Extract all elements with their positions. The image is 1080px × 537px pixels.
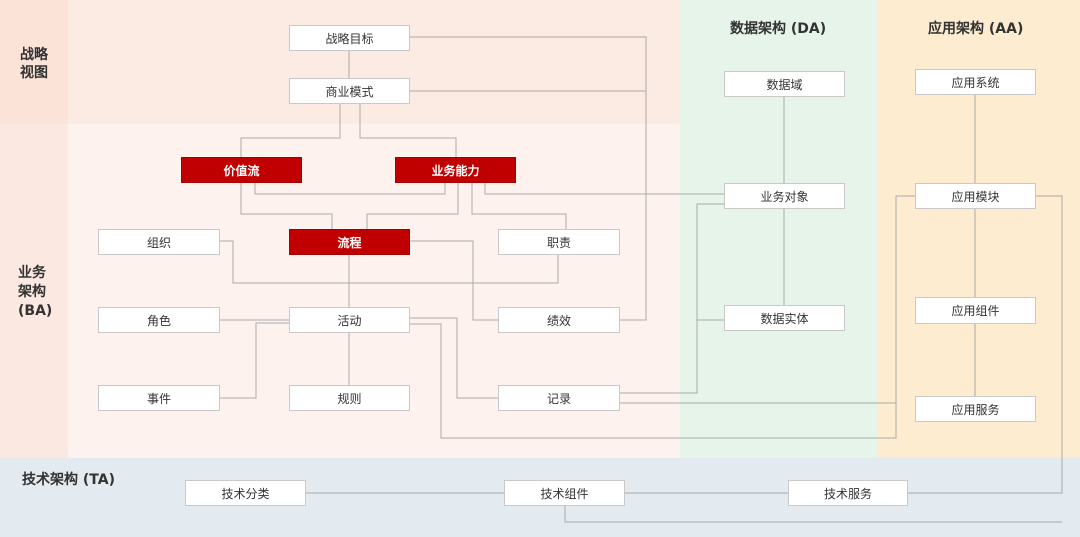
node-business-object: 业务对象 — [724, 183, 845, 209]
node-tech-component: 技术组件 — [504, 480, 625, 506]
node-app-system: 应用系统 — [915, 69, 1036, 95]
strategy-view-header: 战略 视图 — [20, 47, 48, 81]
node-strategic-goal: 战略目标 — [289, 25, 410, 51]
node-responsibility: 职责 — [498, 229, 620, 255]
node-data-domain: 数据域 — [724, 71, 845, 97]
business-arch-header: 业务 架构 (BA) — [18, 265, 53, 319]
node-record: 记录 — [498, 385, 620, 411]
node-process: 流程 — [289, 229, 410, 255]
node-business-capability: 业务能力 — [395, 157, 516, 183]
strategy-view-region — [0, 0, 680, 124]
node-event: 事件 — [98, 385, 220, 411]
node-activity: 活动 — [289, 307, 410, 333]
node-app-component: 应用组件 — [915, 297, 1036, 324]
tech-arch-header: 技术架构 (TA) — [22, 472, 115, 488]
node-value-stream: 价值流 — [181, 157, 302, 183]
node-app-module: 应用模块 — [915, 183, 1036, 209]
node-tech-service: 技术服务 — [788, 480, 908, 506]
node-data-entity: 数据实体 — [724, 305, 845, 331]
strategy-header-column — [0, 0, 68, 124]
node-app-service: 应用服务 — [915, 396, 1036, 422]
business-header-column — [0, 124, 68, 458]
app-arch-header: 应用架构 (AA) — [928, 21, 1024, 37]
data-arch-header: 数据架构 (DA) — [730, 21, 827, 37]
node-business-model: 商业模式 — [289, 78, 410, 104]
data-arch-region — [680, 0, 878, 458]
node-tech-category: 技术分类 — [185, 480, 306, 506]
node-organization: 组织 — [98, 229, 220, 255]
node-role: 角色 — [98, 307, 220, 333]
node-performance: 绩效 — [498, 307, 620, 333]
node-rule: 规则 — [289, 385, 410, 411]
